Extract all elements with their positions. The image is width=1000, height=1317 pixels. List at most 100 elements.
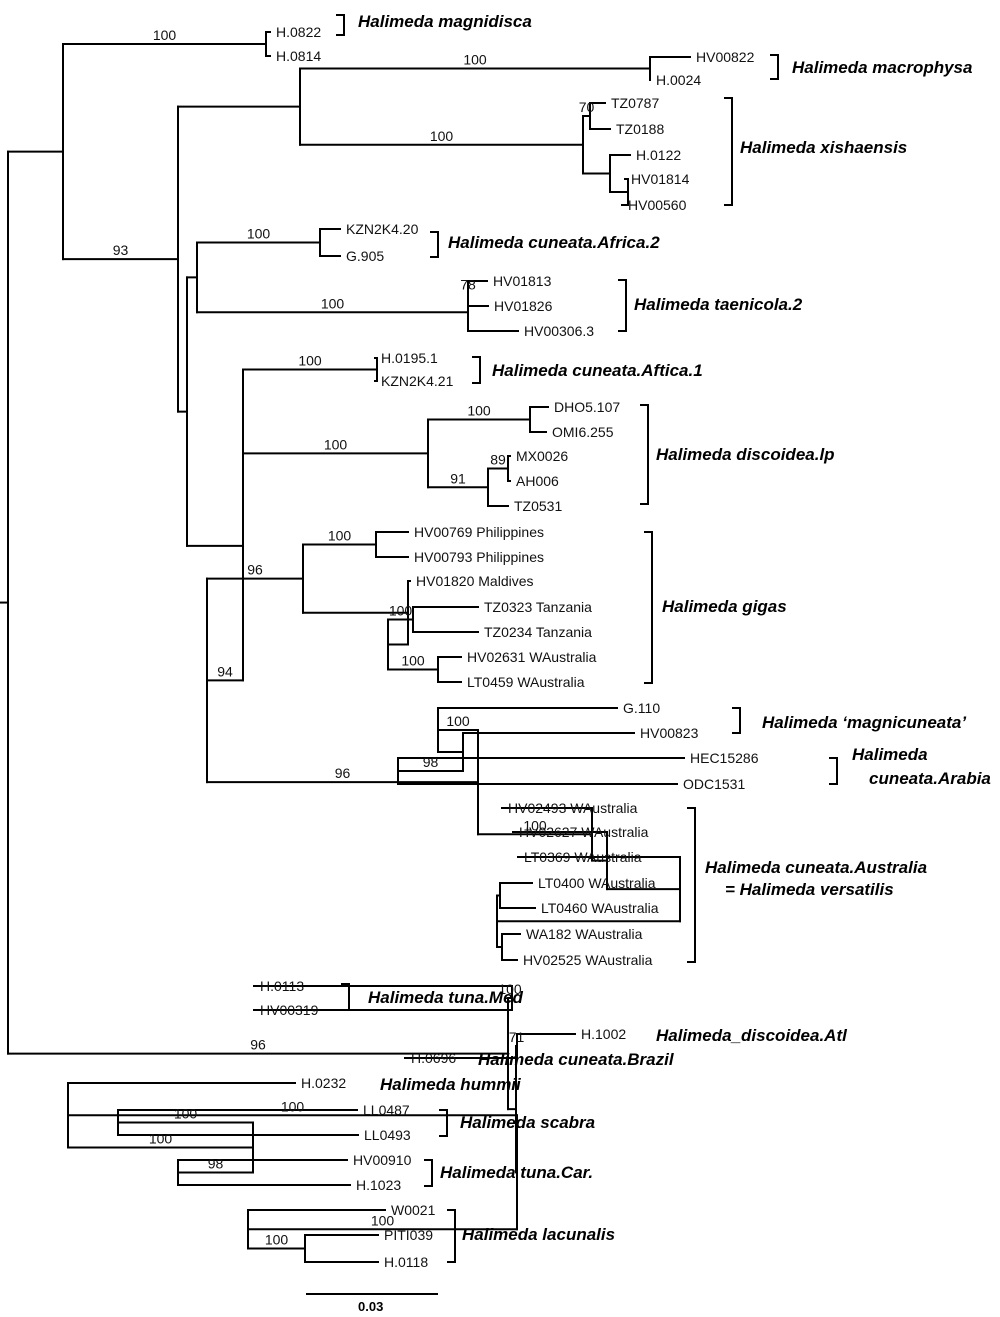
support-value: 100 [153, 27, 177, 43]
support-value: 100 [265, 1232, 289, 1248]
leaf-label: H.1002 [581, 1026, 626, 1042]
clade-bracket [618, 279, 627, 332]
leaf-label: W0021 [391, 1202, 436, 1218]
leaf-label: TZ0787 [611, 95, 659, 111]
clade-name: Halimeda magnidisca [358, 12, 532, 31]
leaf-label: HV00560 [628, 197, 687, 213]
clade-bracket [732, 707, 741, 734]
leaf-label: OMI6.255 [552, 424, 614, 440]
support-value: 100 [401, 653, 425, 669]
leaf-label: HV00793 Philippines [414, 549, 544, 565]
clade-name: Halimeda gigas [662, 597, 787, 616]
support-value: 100 [389, 603, 413, 619]
support-value: 96 [335, 765, 351, 781]
leaf-label: HV00822 [696, 49, 755, 65]
leaf-label: AH006 [516, 473, 559, 489]
support-value: 100 [430, 128, 454, 144]
leaf-label: H.0696 [411, 1050, 456, 1066]
support-value: 71 [509, 1029, 525, 1045]
leaf-label: HV00769 Philippines [414, 524, 544, 540]
clade-bracket [336, 14, 345, 36]
leaf-label: HV02525 WAustralia [523, 952, 653, 968]
leaf-label: ODC1531 [683, 776, 745, 792]
leaf-label: PITI039 [384, 1227, 433, 1243]
leaf-label: HV00910 [353, 1152, 412, 1168]
leaf-label: H.0822 [276, 24, 321, 40]
support-value: 100 [174, 1106, 198, 1122]
leaf-label: MX0026 [516, 448, 568, 464]
support-value: 100 [281, 1098, 305, 1114]
leaf-label: HV01813 [493, 273, 552, 289]
support-value: 98 [208, 1156, 224, 1172]
clade-name: Halimeda macrophysa [792, 58, 972, 77]
leaf-label: KZN2K4.21 [381, 373, 454, 389]
clade-name: Halimeda hummii [380, 1075, 522, 1094]
clade-bracket [644, 531, 653, 684]
support-value: 100 [247, 226, 271, 242]
leaf-label: H.0122 [636, 147, 681, 163]
leaf-label: LL0487 [363, 1102, 410, 1118]
leaf-label: LT0460 WAustralia [541, 900, 659, 916]
leaf-label: H.0195.1 [381, 350, 438, 366]
support-value: 100 [463, 52, 487, 68]
leaf-label: TZ0234 Tanzania [484, 624, 592, 640]
clade-name: Halimeda_discoidea.Atl [656, 1026, 848, 1045]
leaf-label: HV00823 [640, 725, 699, 741]
leaf-label: H.0814 [276, 48, 321, 64]
clade-name: Halimeda discoidea.lp [656, 445, 835, 464]
leaf-label: LT0459 WAustralia [467, 674, 585, 690]
clade-name: Halimeda taenicola.2 [634, 295, 803, 314]
clade-bracket [640, 404, 649, 505]
leaf-label: G.110 [623, 700, 660, 716]
support-values: 1009310010070100100781001001009189949610… [113, 27, 595, 1248]
leaf-label: LT0400 WAustralia [538, 875, 656, 891]
support-value: 100 [446, 713, 470, 729]
clade-name: Halimeda cuneata.Africa.2 [448, 233, 660, 252]
leaf-label: HV00306.3 [524, 323, 594, 339]
leaf-label: H.0118 [384, 1254, 428, 1270]
clade-bracket [341, 983, 350, 1011]
support-value: 100 [321, 295, 345, 311]
support-value: 96 [250, 1037, 266, 1053]
leaf-label: HV02631 WAustralia [467, 649, 597, 665]
scale-bar-label: 0.03 [358, 1299, 383, 1314]
support-value: 70 [579, 99, 595, 115]
leaf-label: HV01814 [631, 171, 690, 187]
leaf-label: WA182 WAustralia [526, 926, 643, 942]
leaf-label: H.0024 [656, 72, 701, 88]
clade-bracket [424, 1159, 433, 1187]
leaf-label: HV01826 [494, 298, 553, 314]
clade-bracket [430, 231, 439, 258]
leaf-label: HEC15286 [690, 750, 759, 766]
support-value: 100 [324, 436, 348, 452]
leaf-label: TZ0323 Tanzania [484, 599, 592, 615]
clade-bracket [829, 757, 838, 785]
support-value: 89 [490, 452, 506, 468]
support-value: 96 [247, 562, 263, 578]
tree-branches [0, 31, 691, 1263]
leaf-label: H.1023 [356, 1177, 401, 1193]
clade-bracket [472, 356, 481, 384]
leaf-label: LL0493 [364, 1127, 411, 1143]
clade-bracket [439, 1109, 448, 1137]
support-value: 94 [217, 663, 233, 679]
support-value: 100 [298, 353, 322, 369]
clade-name: Halimeda cuneata.Brazil [478, 1050, 675, 1069]
clade-name: Halimeda cuneata.Australia= Halimeda ver… [705, 858, 927, 899]
support-value: 100 [149, 1131, 173, 1147]
support-value: 78 [460, 277, 476, 293]
leaf-label: TZ0188 [616, 121, 664, 137]
support-value: 100 [328, 528, 352, 544]
clade-name: Halimeda tuna.Car. [440, 1163, 593, 1182]
support-value: 100 [523, 817, 547, 833]
support-value: 98 [423, 754, 439, 770]
scale-bar: 0.03 [306, 1293, 438, 1314]
clade-bracket [447, 1209, 456, 1263]
leaf-label: HV00319 [260, 1002, 319, 1018]
clade-name: Halimeda cuneata.Aftica.1 [492, 361, 703, 380]
leaf-label: TZ0531 [514, 498, 562, 514]
